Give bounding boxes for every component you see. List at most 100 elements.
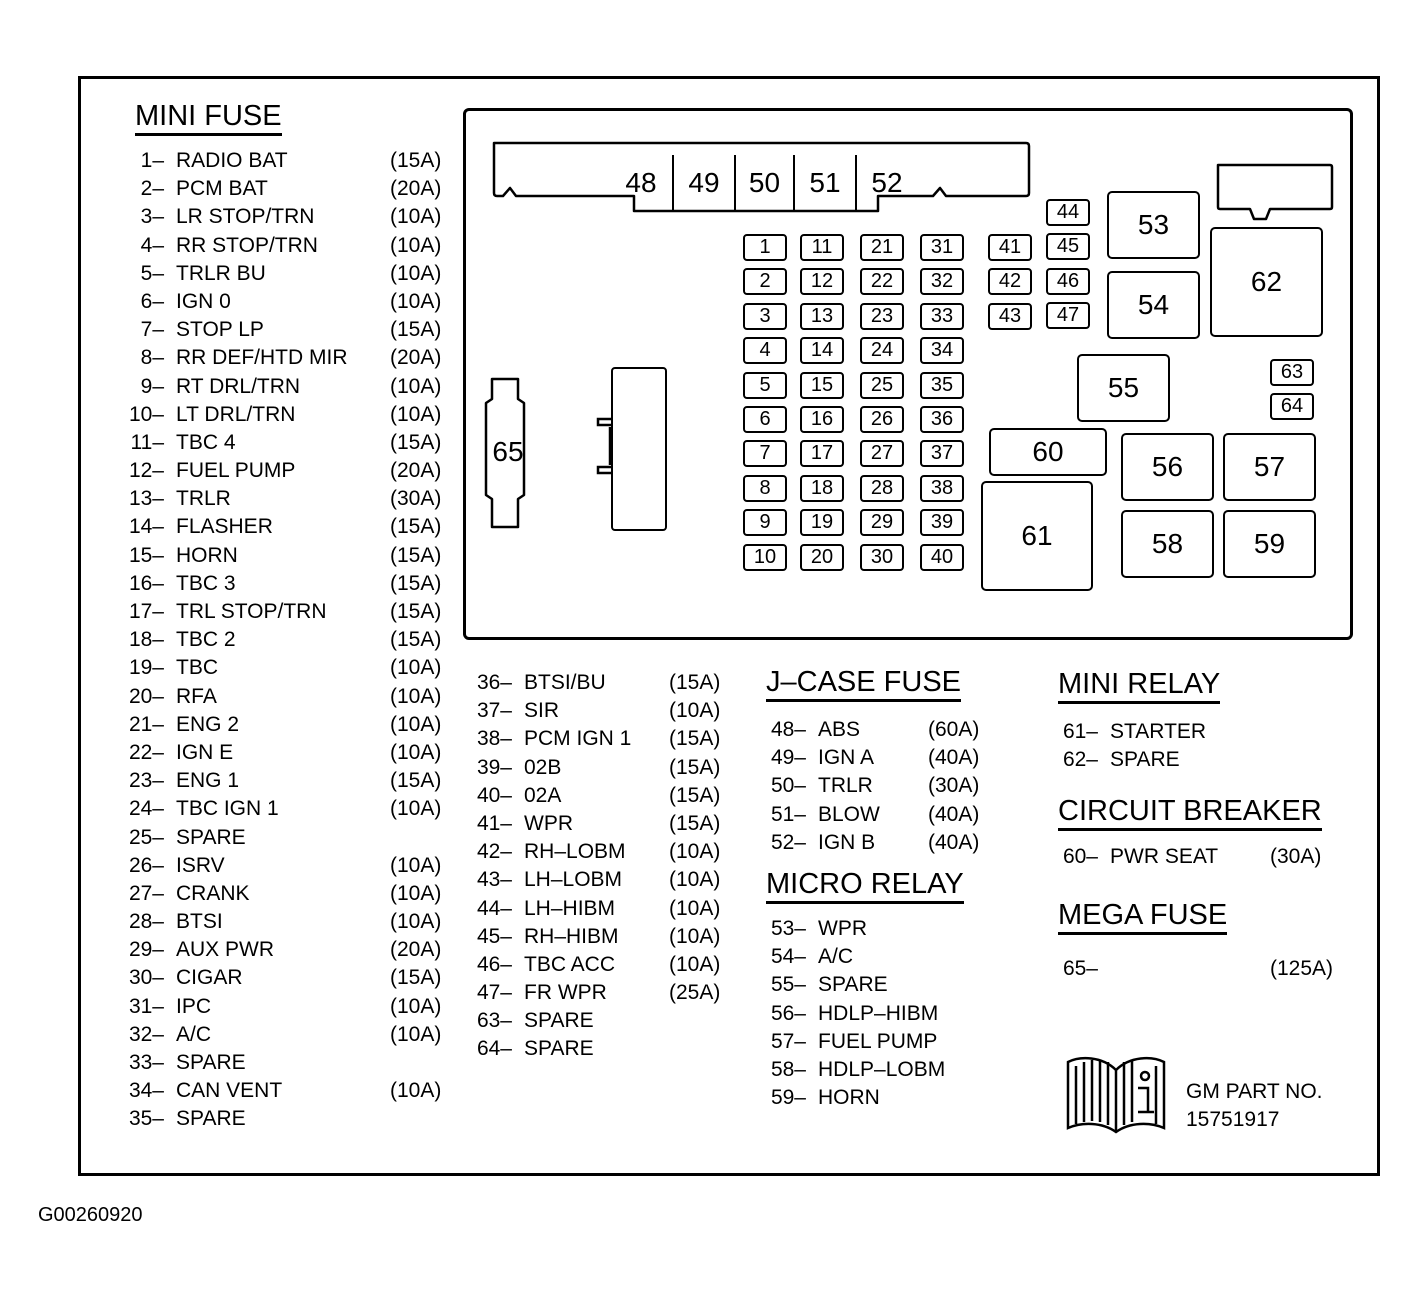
item-name: IGN B bbox=[818, 830, 876, 854]
item-number: 43– bbox=[476, 868, 512, 892]
item-name: SPARE bbox=[176, 825, 246, 849]
item-amperage: (10A) bbox=[390, 374, 442, 398]
item-amperage: (15A) bbox=[669, 727, 721, 751]
list-item: 15–HORN(15A) bbox=[118, 542, 458, 570]
item-name: FR WPR bbox=[524, 981, 607, 1005]
list-item: 47–FR WPR(25A) bbox=[466, 979, 736, 1007]
item-name: IGN 0 bbox=[176, 289, 231, 313]
fuse-slot-33: 33 bbox=[920, 302, 964, 330]
list-item: 1–RADIO BAT(15A) bbox=[118, 147, 458, 175]
item-number: 6– bbox=[140, 289, 164, 313]
item-name: BLOW bbox=[818, 802, 880, 826]
item-amperage: (10A) bbox=[669, 924, 721, 948]
fuse-slot-6: 6 bbox=[743, 406, 787, 433]
list-item: 56–HDLP–HIBM bbox=[760, 1000, 990, 1028]
circuit-breaker-60: 60 bbox=[989, 428, 1107, 476]
item-number: 37– bbox=[476, 699, 512, 723]
item-amperage: (10A) bbox=[390, 853, 442, 877]
j-case-slot-49: 49 bbox=[672, 155, 734, 211]
item-name: SPARE bbox=[818, 973, 888, 997]
list-item: 25–SPARE bbox=[118, 824, 458, 852]
item-number: 63– bbox=[476, 1009, 512, 1033]
fuse-slot-34: 34 bbox=[920, 337, 964, 365]
circuit-breaker-list: 60–PWR SEAT(30A) bbox=[1052, 843, 1352, 871]
list-item: 33–SPARE bbox=[118, 1049, 458, 1077]
item-number: 54– bbox=[770, 945, 806, 969]
fuse-slot-31: 31 bbox=[920, 234, 964, 261]
fuse-slot-63: 63 bbox=[1270, 359, 1314, 386]
item-amperage: (10A) bbox=[669, 952, 721, 976]
list-item: 2–PCM BAT(20A) bbox=[118, 175, 458, 203]
item-amperage: (15A) bbox=[669, 811, 721, 835]
item-name: IPC bbox=[176, 994, 212, 1018]
item-name: LH–LOBM bbox=[524, 868, 623, 892]
list-item: 54–A/C bbox=[760, 943, 990, 971]
list-item: 43–LH–LOBM(10A) bbox=[466, 866, 736, 894]
item-number: 7– bbox=[140, 318, 164, 342]
list-item: 53–WPR bbox=[760, 915, 990, 943]
item-name: RR DEF/HTD MIR bbox=[176, 346, 348, 370]
item-name: SIR bbox=[524, 699, 560, 723]
item-number: 11– bbox=[130, 430, 164, 454]
item-amperage: (10A) bbox=[390, 402, 442, 426]
item-number: 24– bbox=[128, 797, 164, 821]
item-amperage: (10A) bbox=[669, 840, 721, 864]
fuse-slot-7: 7 bbox=[743, 440, 787, 468]
item-amperage: (15A) bbox=[669, 755, 721, 779]
item-number: 35– bbox=[128, 1107, 164, 1131]
list-item: 9–RT DRL/TRN(10A) bbox=[118, 373, 458, 401]
relay-53: 53 bbox=[1107, 191, 1200, 259]
item-name: TRLR BU bbox=[176, 261, 266, 285]
j-case-fuse-list: 48–ABS(60A)49–IGN A(40A)50–TRLR(30A)51–B… bbox=[760, 716, 990, 857]
relay-57: 57 bbox=[1223, 433, 1316, 501]
item-number: 49– bbox=[770, 746, 806, 770]
item-amperage: (10A) bbox=[390, 684, 442, 708]
item-amperage: (15A) bbox=[390, 966, 442, 990]
item-name: LR STOP/TRN bbox=[176, 205, 315, 229]
item-name: FLASHER bbox=[176, 515, 273, 539]
relay-54: 54 bbox=[1107, 271, 1200, 339]
item-number: 2– bbox=[140, 177, 164, 201]
item-amperage: (15A) bbox=[390, 769, 442, 793]
item-name: SPARE bbox=[176, 1051, 246, 1074]
item-number: 20– bbox=[128, 684, 164, 708]
list-item: 23–ENG 1(15A) bbox=[118, 767, 458, 795]
item-amperage: (15A) bbox=[390, 600, 442, 623]
list-item: 38–PCM IGN 1(15A) bbox=[466, 725, 736, 753]
item-amperage: (30A) bbox=[1270, 845, 1322, 868]
item-number: 18– bbox=[128, 628, 164, 652]
item-name: PCM IGN 1 bbox=[524, 727, 632, 751]
item-number: 31– bbox=[128, 994, 164, 1018]
item-name: PCM BAT bbox=[176, 177, 268, 201]
item-number: 47– bbox=[476, 981, 512, 1005]
item-number: 27– bbox=[128, 881, 164, 905]
list-item: 24–TBC IGN 1(10A) bbox=[118, 795, 458, 823]
item-amperage: (20A) bbox=[390, 938, 442, 962]
item-amperage: (10A) bbox=[390, 205, 442, 229]
list-item: 34–CAN VENT(10A) bbox=[118, 1077, 458, 1105]
item-name: HORN bbox=[176, 543, 238, 567]
item-number: 36– bbox=[476, 671, 512, 694]
fuse-slot-45: 45 bbox=[1046, 233, 1090, 261]
item-amperage: (10A) bbox=[390, 261, 442, 285]
item-name: ENG 1 bbox=[176, 769, 240, 793]
list-item: 26–ISRV(10A) bbox=[118, 852, 458, 880]
list-item: 22–IGN E(10A) bbox=[118, 739, 458, 767]
fuse-slot-40: 40 bbox=[920, 543, 964, 571]
relay-59: 59 bbox=[1223, 510, 1316, 578]
item-name: PWR SEAT bbox=[1110, 845, 1219, 868]
item-amperage: (10A) bbox=[390, 1022, 442, 1046]
list-item: 62–SPARE bbox=[1052, 746, 1352, 774]
fuse-slot-2: 2 bbox=[743, 268, 787, 296]
relay-58: 58 bbox=[1121, 510, 1214, 578]
item-name: TRLR bbox=[818, 774, 873, 798]
mini-relay-title: MINI RELAY bbox=[1058, 668, 1221, 704]
item-number: 34– bbox=[128, 1079, 164, 1103]
item-number: 55– bbox=[770, 973, 806, 997]
item-amperage: (10A) bbox=[390, 994, 442, 1018]
fuse-slot-19: 19 bbox=[800, 509, 844, 537]
list-item: 41–WPR(15A) bbox=[466, 810, 736, 838]
item-number: 5– bbox=[140, 261, 164, 285]
fuse-slot-37: 37 bbox=[920, 440, 964, 468]
